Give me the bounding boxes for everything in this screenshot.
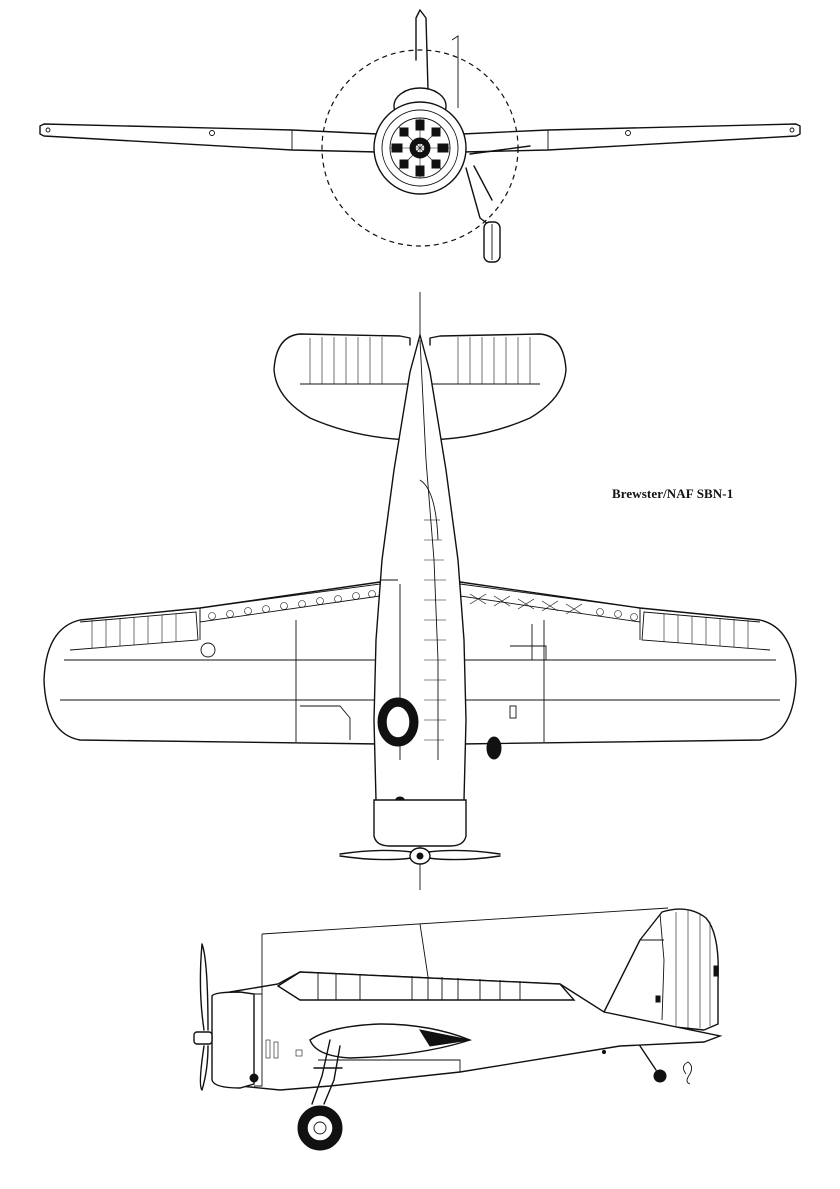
main-wing-planform [43, 581, 797, 745]
canopy [276, 971, 576, 1001]
cowling-side [211, 991, 255, 1089]
propeller-side [199, 943, 209, 1091]
cowling-top [373, 799, 467, 847]
aircraft-designation-title: Brewster/NAF SBN-1 [612, 486, 734, 501]
vertical-tail-side [603, 908, 719, 1031]
left-wing-front [39, 123, 379, 153]
tail-wheel-side [653, 1069, 667, 1083]
radial-engine [389, 117, 451, 179]
top-view [43, 292, 797, 890]
front-view [39, 9, 801, 263]
fuselage-top [373, 332, 467, 821]
landing-gear-side [311, 1039, 343, 1105]
landing-gear-strut-front [465, 145, 531, 225]
propeller-top [339, 849, 501, 861]
vertical-fin-front [415, 9, 429, 91]
side-view [193, 907, 723, 1151]
